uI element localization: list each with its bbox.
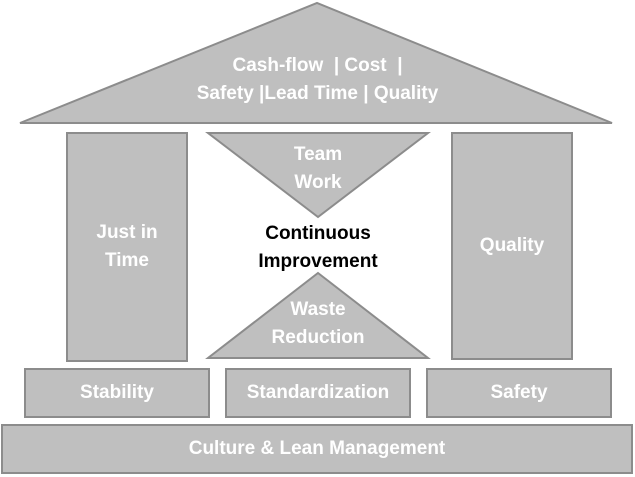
roof-label-line1: Cash-flow | Cost |: [232, 55, 403, 76]
foundation-block-safety: [426, 368, 612, 418]
waste-reduction-triangle: [205, 271, 431, 359]
roof-triangle: [19, 1, 613, 124]
base-block: [1, 424, 633, 474]
team-work-line2: Work: [294, 172, 342, 193]
waste-reduction-label: Waste Reduction: [228, 296, 408, 352]
foundation-label-standardization: Standardization: [246, 382, 390, 403]
team-work-label: Team Work: [238, 141, 398, 197]
continuous-improvement-line1: Continuous: [265, 223, 371, 244]
pillar-left-label: Just in Time: [67, 219, 187, 275]
continuous-improvement-label: Continuous Improvement: [218, 220, 418, 276]
roof-label-line2: Safety |Lead Time | Quality: [196, 83, 439, 104]
waste-reduction-line1: Waste: [290, 299, 346, 320]
pillar-left-line2: Time: [104, 250, 149, 271]
pillar-left: [66, 132, 188, 362]
team-work-triangle: [205, 132, 431, 219]
pillar-right: [451, 132, 573, 360]
foundation-label-stability: Stability: [80, 382, 154, 403]
roof-label: Cash-flow | Cost | Safety |Lead Time | Q…: [140, 52, 495, 108]
team-work-line1: Team: [293, 144, 343, 165]
continuous-improvement-line2: Improvement: [258, 251, 378, 272]
foundation-block-stability: [24, 368, 210, 418]
foundation-label-safety: Safety: [490, 382, 548, 403]
foundation-block-standardization: [225, 368, 411, 418]
pillar-right-label: Quality: [479, 235, 545, 256]
waste-reduction-line2: Reduction: [271, 327, 365, 348]
base-label: Culture & Lean Management: [188, 438, 446, 459]
pillar-left-line1: Just in: [96, 222, 158, 243]
